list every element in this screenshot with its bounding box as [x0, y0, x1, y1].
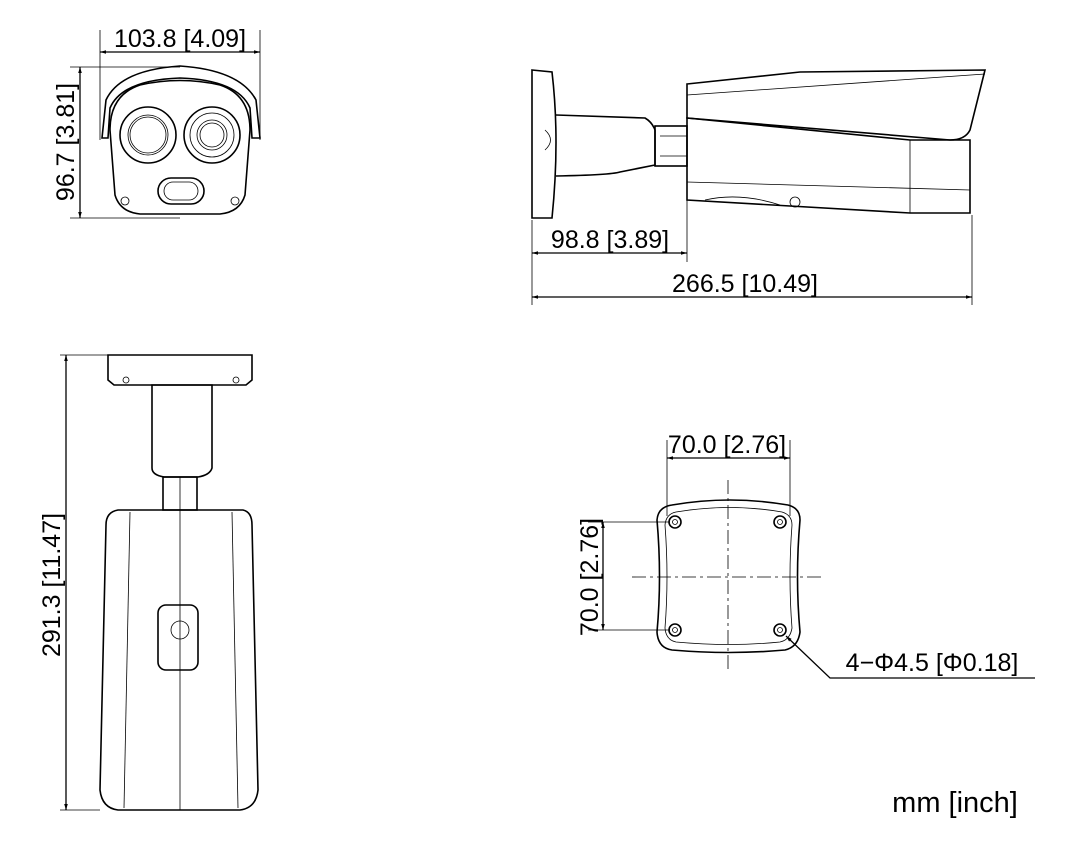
bracket-arm: [151, 384, 213, 478]
front-height-label: 96.7 [3.81]: [52, 83, 80, 201]
hood: [686, 69, 987, 141]
housing: [99, 509, 259, 811]
screw-icon: [789, 196, 801, 208]
ir-window: [157, 177, 205, 205]
bracket-joint: [654, 125, 688, 167]
front-view: 103.8 [4.09] 96.7 [3.81]: [52, 25, 261, 219]
mount-plate: [656, 499, 801, 654]
housing: [686, 117, 971, 214]
thermal-lens: [119, 106, 177, 164]
mount-base: [107, 354, 253, 386]
side-total-length-label: 266.5 [10.49]: [672, 270, 818, 298]
camera-face: [109, 79, 251, 215]
bracket-length-label: 98.8 [3.89]: [551, 226, 669, 254]
visible-lens: [183, 106, 241, 164]
hole-leader-line: [785, 635, 1035, 679]
side-view: 98.8 [3.89] 266.5 [10.49]: [531, 69, 987, 305]
front-width-label: 103.8 [4.09]: [114, 25, 246, 53]
mount-holes: [668, 515, 787, 637]
top-total-length-label: 291.3 [11.47]: [38, 513, 66, 657]
mount-base: [531, 69, 557, 219]
adjustment-slot: [157, 604, 199, 671]
vertical-spacing-label: 70.0 [2.76]: [576, 518, 604, 636]
hole-diameter-label: 4−Φ4.5 [Φ0.18]: [846, 649, 1019, 677]
top-view: 291.3 [11.47]: [38, 354, 259, 811]
horizontal-spacing-label: 70.0 [2.76]: [668, 431, 786, 459]
units-label: mm [inch]: [892, 787, 1018, 819]
bracket-arm: [555, 114, 656, 177]
sunshade: [101, 65, 261, 139]
mount-hole-view: 70.0 [2.76] 70.0 [2.76] 4−Φ4.5 [Φ0.18]: [576, 431, 1035, 679]
